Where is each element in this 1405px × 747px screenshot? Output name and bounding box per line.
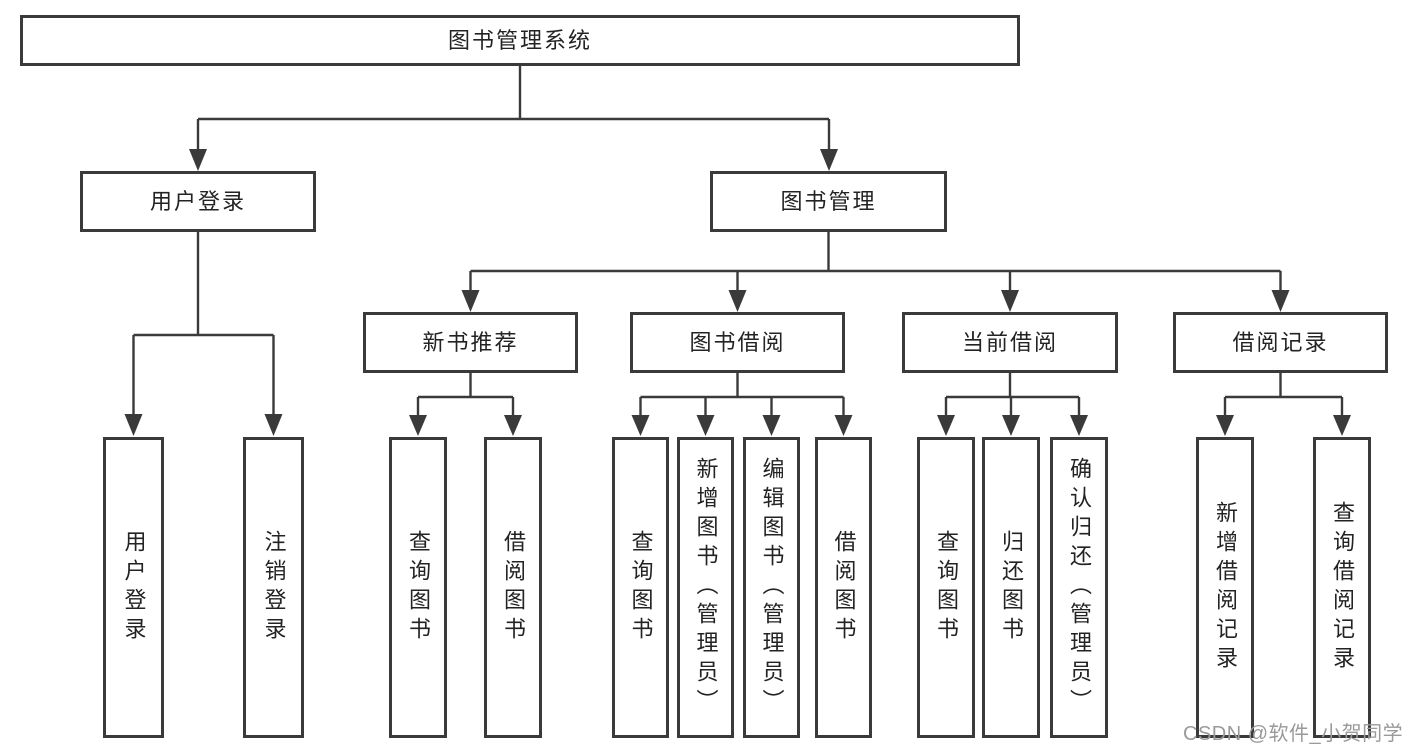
leaf-edit-book-admin: 编辑图书（管理员） xyxy=(743,437,800,738)
leaf-return-books: 归还图书 xyxy=(982,437,1040,738)
node-user-login-branch: 用户登录 xyxy=(80,171,316,232)
node-library-management-system: 图书管理系统 xyxy=(20,15,1020,66)
node-book-borrowing: 图书借阅 xyxy=(630,312,845,373)
leaf-add-borrow-record: 新增借阅记录 xyxy=(1196,437,1254,738)
node-borrowing-records: 借阅记录 xyxy=(1173,312,1388,373)
leaf-borrow-books-recommend: 借阅图书 xyxy=(484,437,542,738)
csdn-watermark: CSDN @软件_小贺同学 xyxy=(1183,723,1404,745)
leaf-add-book-admin: 新增图书（管理员） xyxy=(677,437,734,738)
node-current-borrowing: 当前借阅 xyxy=(902,312,1118,373)
node-new-book-recommend: 新书推荐 xyxy=(363,312,578,373)
leaf-user-login: 用户登录 xyxy=(103,437,164,738)
leaf-borrow-books-borrowing: 借阅图书 xyxy=(815,437,872,738)
leaf-query-books-current: 查询图书 xyxy=(917,437,975,738)
leaf-query-books-recommend: 查询图书 xyxy=(389,437,447,738)
leaf-query-books-borrowing: 查询图书 xyxy=(612,437,669,738)
node-book-management-branch: 图书管理 xyxy=(710,171,947,232)
leaf-confirm-return-admin: 确认归还（管理员） xyxy=(1050,437,1108,738)
leaf-query-borrow-record: 查询借阅记录 xyxy=(1313,437,1371,738)
leaf-logout: 注销登录 xyxy=(243,437,304,738)
